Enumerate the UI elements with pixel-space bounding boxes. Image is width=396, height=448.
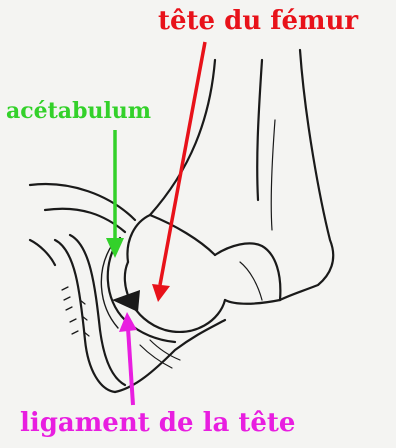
pelvis-left-contour — [30, 240, 55, 265]
ligament-label: ligament de la tête — [20, 410, 295, 436]
femur-shaft-detail — [257, 60, 262, 200]
femur-shaft-right-edge — [280, 50, 333, 300]
femoral-head-label: tête du fémur — [158, 8, 358, 34]
trochanter-outline — [215, 243, 280, 300]
femoral-head — [125, 262, 225, 332]
acetabulum-label: acétabulum — [6, 100, 151, 122]
femoral-neck — [127, 215, 150, 262]
pelvis-upper-line-2 — [45, 209, 125, 232]
acetabulum-arrow — [106, 130, 124, 258]
pelvis-upper-line — [30, 184, 135, 220]
pelvis-lower-outline — [55, 240, 115, 392]
femur-arrow — [152, 42, 205, 302]
